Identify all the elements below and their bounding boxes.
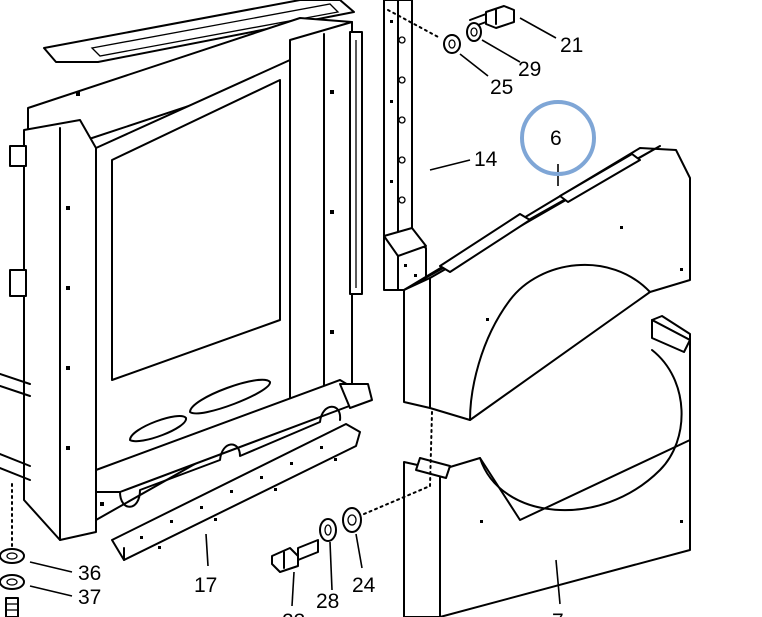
highlight-circle-part-6 (520, 100, 596, 176)
label-part-6: 6 (550, 127, 562, 150)
label-part-36: 36 (78, 562, 101, 585)
part-21-bolt (469, 5, 515, 29)
part-24-washer (342, 507, 362, 533)
part-6-upper-shroud (403, 145, 691, 421)
part-14-bracket (383, 0, 427, 291)
part-17-bottom-plate (111, 423, 361, 561)
label-part-37: 37 (78, 586, 101, 609)
label-part-25: 25 (490, 76, 513, 99)
label-part-29: 29 (518, 58, 541, 81)
label-part-21: 21 (560, 34, 583, 57)
part-23-bolt (271, 539, 319, 573)
part-28-lock-washer (319, 518, 337, 542)
radiator-frame (0, 0, 373, 541)
label-part-7: 7 (552, 610, 564, 617)
label-part-14: 14 (474, 148, 498, 171)
part-7-lower-shroud (403, 315, 691, 617)
part-37-lock-washer (0, 574, 25, 590)
part-29-lock-washer (466, 22, 482, 42)
label-part-28: 28 (316, 590, 339, 613)
hardware (0, 5, 515, 617)
part-labels: 6 14 21 29 25 17 23 28 24 7 36 37 (78, 34, 583, 617)
part-25-nut (443, 34, 461, 54)
label-part-23: 23 (282, 610, 305, 617)
label-part-17: 17 (194, 574, 217, 597)
label-part-24: 24 (352, 574, 376, 597)
assembly-lines (11, 9, 441, 549)
leader-lines (29, 17, 561, 607)
part-36-washer (0, 548, 25, 564)
